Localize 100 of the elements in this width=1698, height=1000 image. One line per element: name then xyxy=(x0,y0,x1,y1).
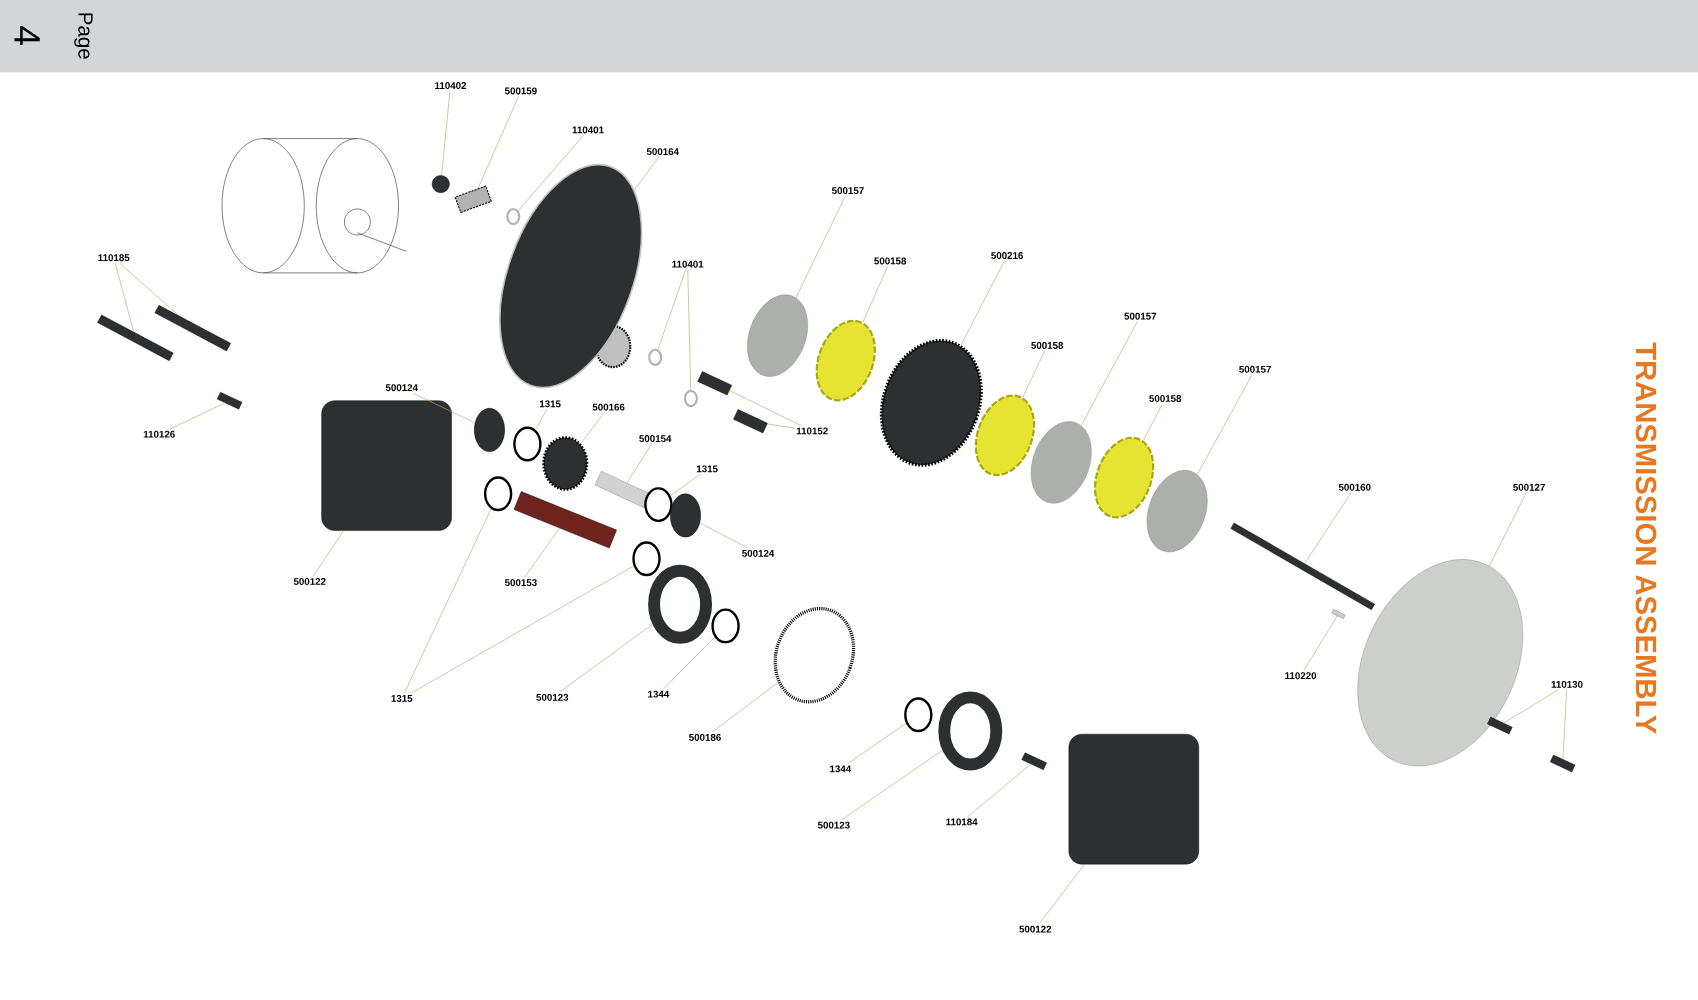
part-number: 500158 xyxy=(1149,395,1182,403)
leader-line xyxy=(862,266,889,323)
clutch-pad-drawing xyxy=(1093,436,1155,519)
spur-gear-drawing xyxy=(879,339,983,467)
leader-line xyxy=(1562,689,1568,760)
part-number: 110126 xyxy=(143,431,175,438)
gearbox-housing-drawing xyxy=(321,400,452,532)
screw-drawing xyxy=(154,305,231,352)
bearing-drawing xyxy=(483,476,513,512)
hub-drawing xyxy=(670,493,701,538)
bearing-drawing xyxy=(632,541,661,577)
part-number: 500157 xyxy=(1124,313,1157,320)
leader-line xyxy=(634,156,660,191)
leader-line xyxy=(518,135,584,212)
pin-drawing xyxy=(1331,609,1346,620)
part-number: 500157 xyxy=(1239,366,1271,373)
leader-line xyxy=(559,624,653,693)
leader-line xyxy=(1143,403,1163,442)
leader-line xyxy=(841,750,943,821)
disc-drawing xyxy=(747,294,808,377)
part-number: 110185 xyxy=(98,254,130,262)
leader-line xyxy=(524,528,560,578)
part-number: 1315 xyxy=(696,465,718,473)
screw-drawing xyxy=(1550,755,1576,773)
leader-line xyxy=(967,764,1032,818)
screw-drawing xyxy=(1487,717,1513,735)
clutch-pad-drawing xyxy=(815,320,876,402)
part-number: 500157 xyxy=(831,187,864,195)
screw-drawing xyxy=(97,315,174,362)
bearing-drawing xyxy=(904,697,933,733)
leader-line xyxy=(119,262,179,316)
part-number: 1344 xyxy=(648,690,670,698)
clutch-pad-drawing xyxy=(974,394,1036,477)
part-number: 110220 xyxy=(1285,672,1317,680)
part-number: 500164 xyxy=(646,148,679,156)
gearbox-housing-drawing xyxy=(1068,734,1199,865)
differential-drawing xyxy=(773,607,856,704)
leader-line xyxy=(1488,492,1527,567)
shaft-drawing xyxy=(594,471,651,509)
nut-drawing xyxy=(431,175,450,194)
part-number: 500160 xyxy=(1338,484,1371,491)
gear-drawing xyxy=(542,436,589,492)
leader-line xyxy=(441,90,451,176)
part-number: 1315 xyxy=(539,400,561,408)
leader-line xyxy=(477,96,519,189)
leader-line xyxy=(657,269,687,350)
part-number: 110401 xyxy=(572,126,604,134)
ring-drawing xyxy=(938,691,1003,771)
disc-drawing xyxy=(1030,421,1092,504)
part-number: 1315 xyxy=(391,695,413,703)
bearing-drawing xyxy=(711,608,740,644)
cover-drawing xyxy=(1357,559,1523,767)
leader-line xyxy=(1304,492,1352,564)
screw-drawing xyxy=(697,371,732,396)
leader-line xyxy=(1503,689,1559,724)
page-number: 4 xyxy=(14,26,40,46)
leader-line xyxy=(699,522,749,549)
screw-drawing xyxy=(1021,752,1047,771)
part-number: 500158 xyxy=(1031,342,1064,350)
part-number: 110184 xyxy=(946,818,978,826)
leader-line xyxy=(1022,350,1046,398)
screw-drawing xyxy=(216,392,243,410)
part-number: 1344 xyxy=(830,765,852,773)
leader-line xyxy=(1303,615,1338,671)
leader-line xyxy=(169,402,226,430)
shaft-drawing xyxy=(1230,522,1375,611)
leader-line xyxy=(312,530,344,577)
hub-drawing xyxy=(474,408,505,452)
screw-drawing xyxy=(733,409,768,434)
leader-line xyxy=(960,260,1005,346)
washer-drawing xyxy=(683,390,698,408)
part-number: 500158 xyxy=(874,257,907,265)
pinion-shaft-drawing xyxy=(513,491,617,549)
part-number: 500123 xyxy=(536,694,569,702)
leader-line xyxy=(729,390,802,427)
part-number: 500166 xyxy=(592,403,625,411)
part-number: 500159 xyxy=(504,87,537,95)
part-number: 110152 xyxy=(796,427,828,435)
leader-line xyxy=(1038,864,1085,925)
leader-line xyxy=(535,409,548,431)
leader-line xyxy=(795,195,846,299)
part-number: 500216 xyxy=(991,252,1023,260)
leader-line xyxy=(1196,374,1253,475)
part-number: 110401 xyxy=(672,261,704,268)
page-label: Page xyxy=(74,13,93,60)
bearing-drawing xyxy=(644,487,673,523)
leader-line xyxy=(1080,321,1138,427)
leader-line xyxy=(711,682,779,733)
leader-line xyxy=(663,636,715,690)
spring-drawing xyxy=(454,185,492,214)
leader-line xyxy=(403,508,492,694)
leader-line xyxy=(114,262,135,333)
leader-line xyxy=(670,474,701,497)
part-number: 500186 xyxy=(689,734,721,742)
part-number: 500127 xyxy=(1513,484,1545,491)
part-number: 110130 xyxy=(1551,681,1583,689)
washer-drawing xyxy=(648,348,663,367)
part-number: 500124 xyxy=(385,384,418,392)
disc-drawing xyxy=(1146,470,1208,553)
part-number: 500123 xyxy=(817,821,850,829)
